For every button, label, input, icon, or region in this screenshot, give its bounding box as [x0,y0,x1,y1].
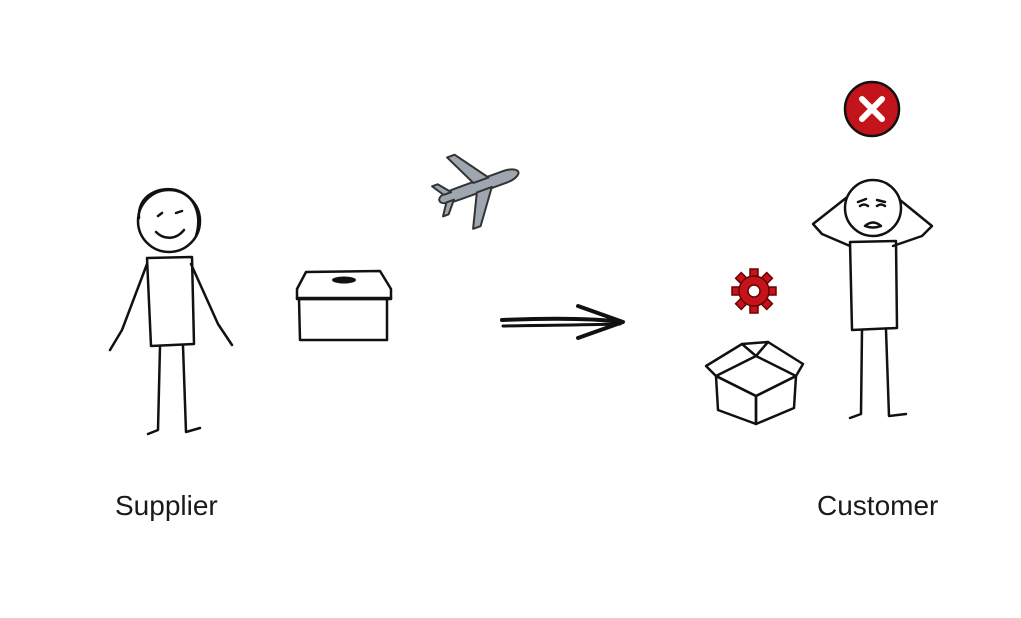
customer-eyebrows [856,197,887,204]
customer-mouth [863,221,883,229]
supplier-smile [154,228,186,239]
close-circle-icon [843,80,901,138]
arrow-right-icon [500,304,625,340]
customer-body [848,239,899,332]
supplier-label: Supplier [115,490,218,521]
closed-box [295,269,393,342]
customer-label: Customer [817,490,939,521]
gear-icon [731,268,777,314]
supplier-body [145,255,196,348]
customer-head [843,178,903,238]
customer-eye-right [875,203,887,208]
supplier-eye-left [156,211,164,218]
supplier-arm-left [108,262,149,352]
customer-figure [811,178,934,420]
supplier-leg-right [181,344,202,434]
airplane-icon [431,153,520,230]
supplier-leg-left [146,344,162,436]
customer-eye-left [858,203,870,208]
supplier-figure [108,187,234,436]
customer-leg-left [848,328,864,420]
customer-leg-right [884,328,908,418]
customer-arm-left [811,196,852,248]
supplier-head-outline [137,187,200,238]
open-box [704,340,805,426]
supplier-arm-right [189,262,234,347]
customer-arm-right [891,198,934,248]
supplier-eye-right [174,209,184,215]
